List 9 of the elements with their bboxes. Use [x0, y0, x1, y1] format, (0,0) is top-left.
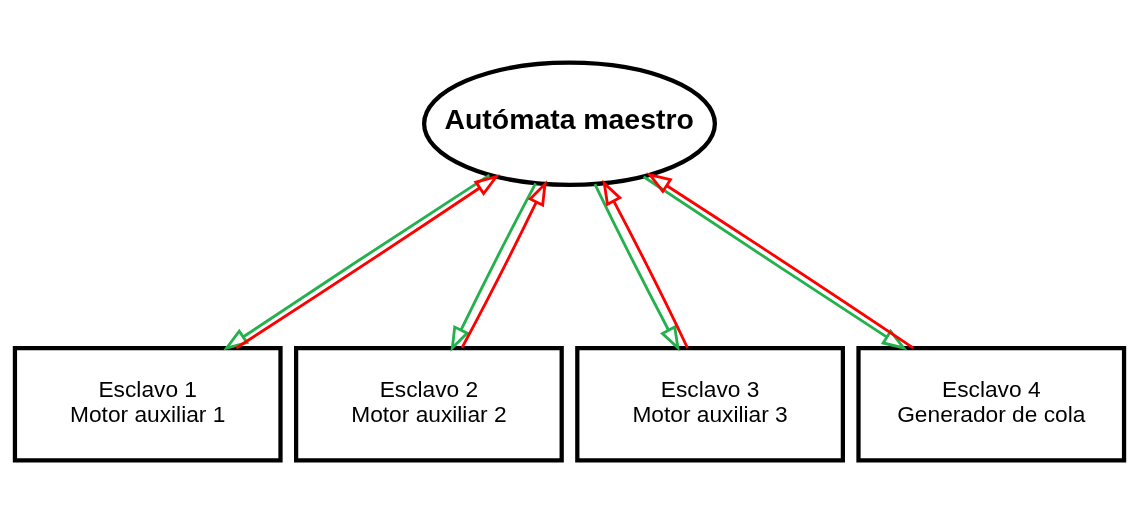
arrow [460, 180, 547, 349]
node-box: Esclavo 1 Motor auxiliar 1 [12, 346, 283, 463]
node-ellipse: Autómata maestro [422, 60, 717, 187]
node-box: Esclavo 4 Generador de cola [856, 346, 1127, 463]
node-box: Esclavo 2 Motor auxiliar 2 [294, 346, 564, 463]
arrow [593, 183, 680, 352]
arrow [450, 182, 537, 352]
arrow [602, 179, 689, 349]
node-box: Esclavo 3 Motor auxiliar 3 [575, 346, 845, 463]
